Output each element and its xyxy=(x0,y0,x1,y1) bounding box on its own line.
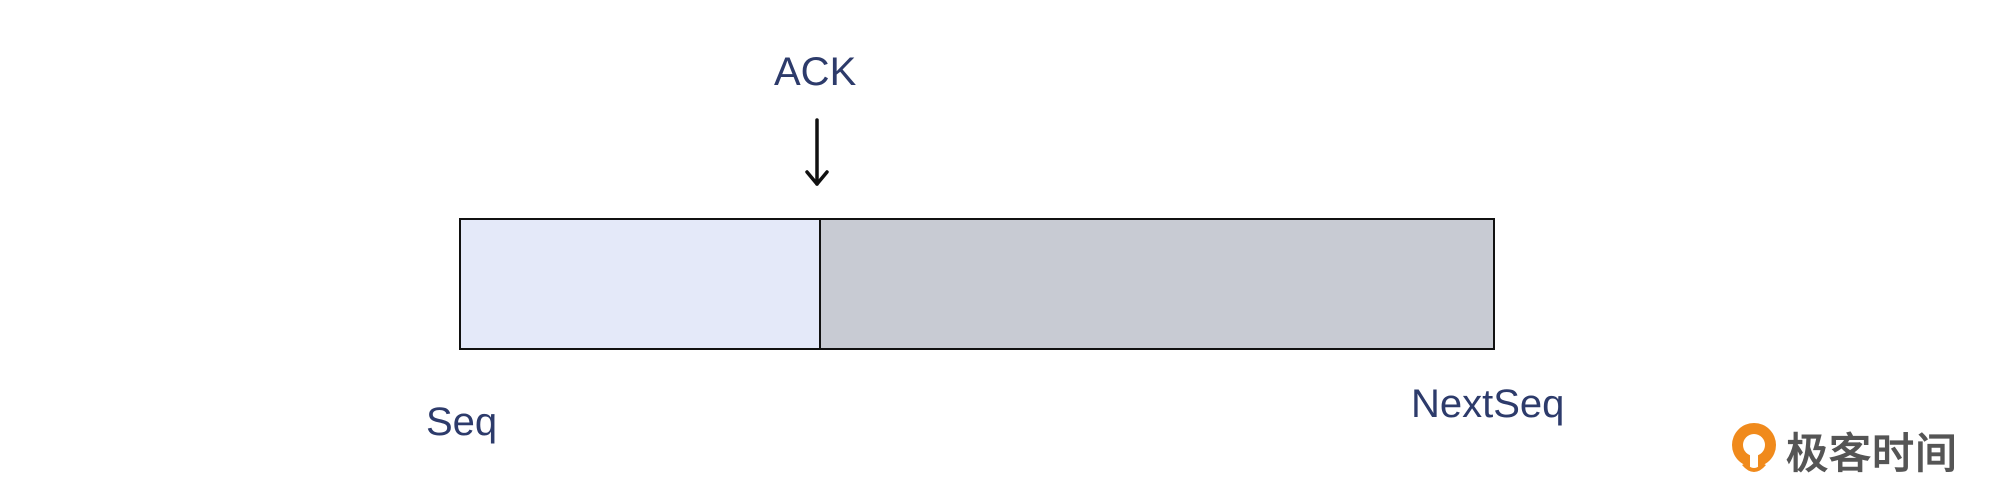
next-seq-label: NextSeq xyxy=(1411,382,1565,426)
geektime-logo: 极客时间 xyxy=(1728,420,1958,481)
brand-name: 极客时间 xyxy=(1786,429,1959,478)
geektime-logo-icon xyxy=(1732,422,1776,472)
seq-label: Seq xyxy=(426,400,498,444)
ack-arrow-icon xyxy=(805,118,829,186)
ack-label: ACK xyxy=(774,50,857,94)
unacked-segment xyxy=(821,220,1493,348)
acked-segment xyxy=(461,220,821,348)
sequence-window-bar xyxy=(459,218,1495,350)
